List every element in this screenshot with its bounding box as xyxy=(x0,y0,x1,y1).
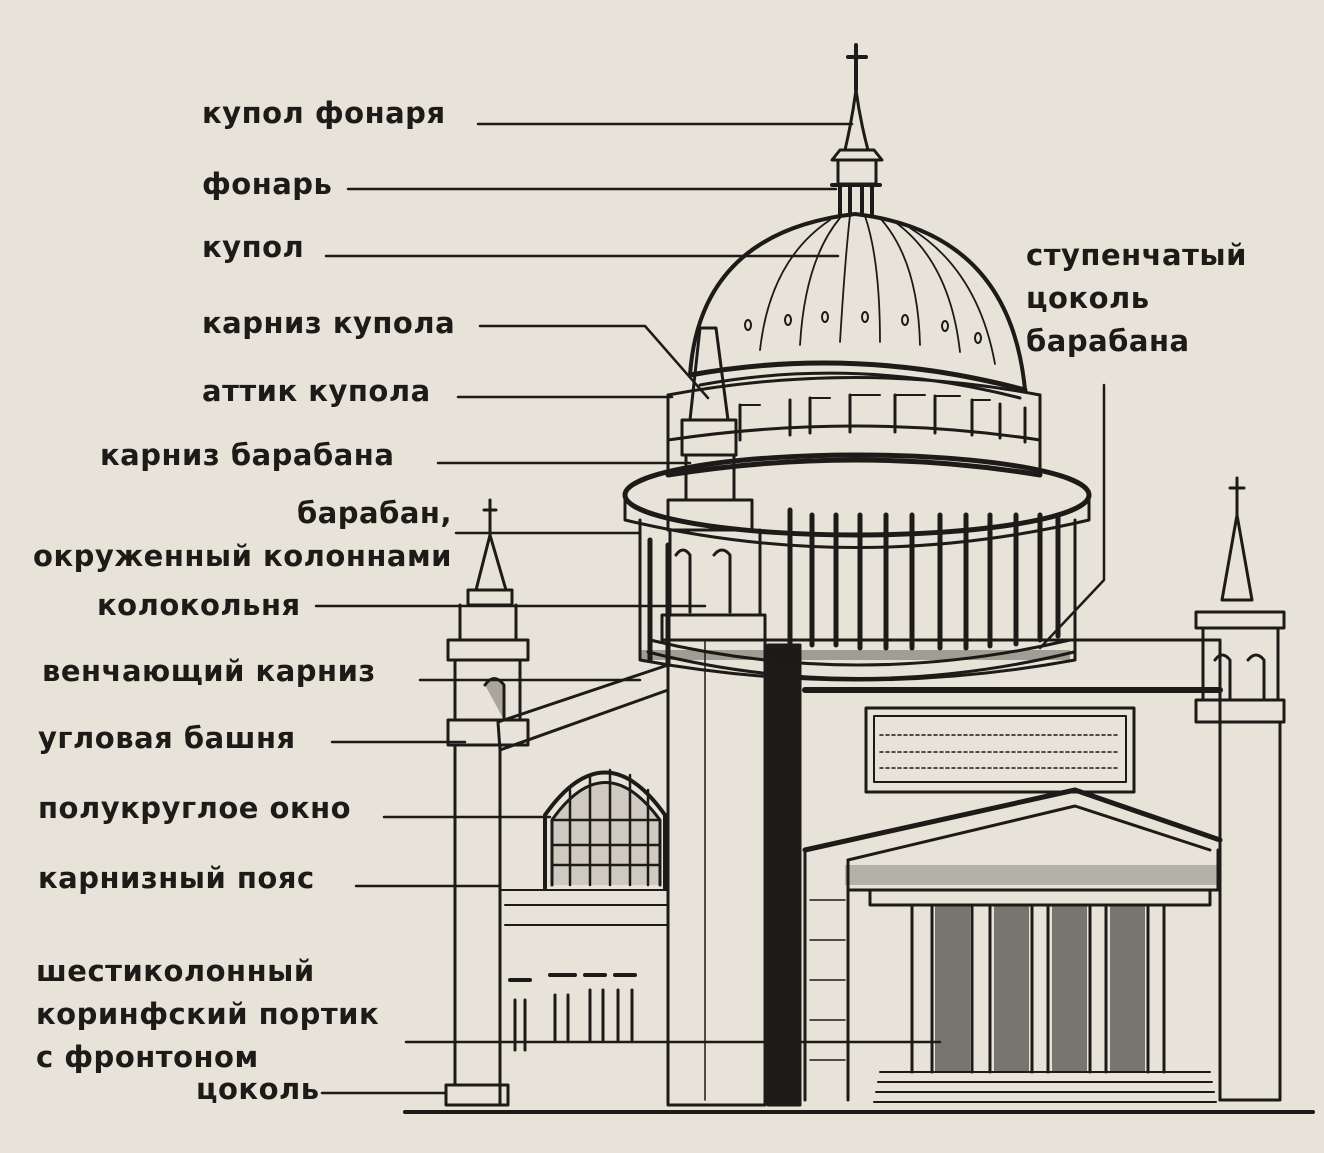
lantern xyxy=(830,43,884,217)
leader-dome-cornice xyxy=(478,324,710,400)
label-drum-colonnade: барабан, окруженный колоннами xyxy=(33,496,452,573)
leader-lines xyxy=(314,122,1106,1095)
label-cornice-belt: карнизный пояс xyxy=(38,861,315,895)
label-dome: купол xyxy=(202,230,305,264)
portico xyxy=(802,787,1223,1103)
label-dome-attic: аттик купола xyxy=(202,374,431,408)
label-bell-tower: колокольня xyxy=(97,588,301,622)
label-dome-cornice: карниз купола xyxy=(202,306,456,340)
left-corner-tower xyxy=(444,498,530,1107)
label-lantern-dome: купол фонаря xyxy=(202,96,446,130)
leader-stepped-base xyxy=(1038,383,1106,650)
right-corner-tower xyxy=(1194,476,1286,1102)
left-wing xyxy=(496,663,670,1107)
label-crowning-cornice: венчающий карниз xyxy=(42,654,376,688)
label-corner-tower: угловая башня xyxy=(38,721,296,755)
label-drum-cornice: карниз барабана xyxy=(100,438,395,472)
label-portico: шестиколонный коринфский портик с фронто… xyxy=(36,954,380,1074)
label-stepped-drum-base: ступенчатый цоколь барабана xyxy=(1026,238,1247,358)
dome xyxy=(687,212,1028,400)
drum xyxy=(622,452,1092,682)
main-block xyxy=(763,638,1223,1107)
label-semicircular-window: полукруглое окно xyxy=(38,791,352,825)
label-plinth: цоколь xyxy=(196,1072,320,1106)
dome-attic xyxy=(665,376,1043,478)
bell-tower xyxy=(660,326,767,1107)
label-lantern: фонарь xyxy=(202,167,333,201)
